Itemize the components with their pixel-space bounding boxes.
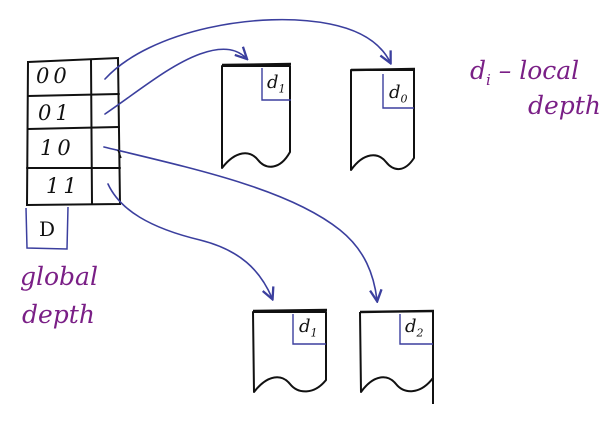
local-depth-box — [399, 314, 433, 345]
pointer-arrow-00 — [104, 18, 390, 80]
local-depth-box — [382, 74, 414, 109]
bucket-depth-label: d0 — [389, 82, 408, 106]
local-depth-box — [292, 314, 326, 345]
directory-entry-00: 00 — [36, 64, 71, 88]
bucket-bottom-left — [252, 308, 328, 393]
global-depth-annotation-line2: depth — [22, 300, 95, 329]
global-depth-box — [25, 206, 69, 250]
pointer-arrow-01 — [104, 49, 246, 115]
directory-table — [25, 56, 122, 207]
pointer-arrow-10 — [103, 146, 377, 300]
stray-mark — [117, 149, 122, 159]
directory-column-divider — [90, 59, 93, 205]
local-depth-annotation: di – local — [470, 56, 580, 89]
local-depth-box — [261, 68, 291, 101]
global-depth-annotation: global — [20, 262, 98, 291]
directory-entry-11: 11 — [46, 174, 81, 198]
bucket-depth-label: d1 — [267, 72, 286, 96]
bucket-top-left — [221, 62, 292, 169]
pointer-arrow-11 — [107, 183, 272, 298]
bucket-depth-label: d2 — [405, 316, 424, 340]
bucket-depth-label: d1 — [299, 316, 318, 340]
bucket-bottom-right — [359, 309, 435, 404]
local-depth-annotation-line2: depth — [528, 91, 600, 120]
directory-row-divider — [27, 93, 120, 97]
bucket-top-right — [350, 67, 416, 171]
directory-entry-10: 10 — [40, 136, 75, 160]
directory-row-divider — [27, 126, 120, 130]
directory-entry-01: 01 — [38, 101, 73, 125]
global-depth-symbol: D — [39, 217, 56, 241]
